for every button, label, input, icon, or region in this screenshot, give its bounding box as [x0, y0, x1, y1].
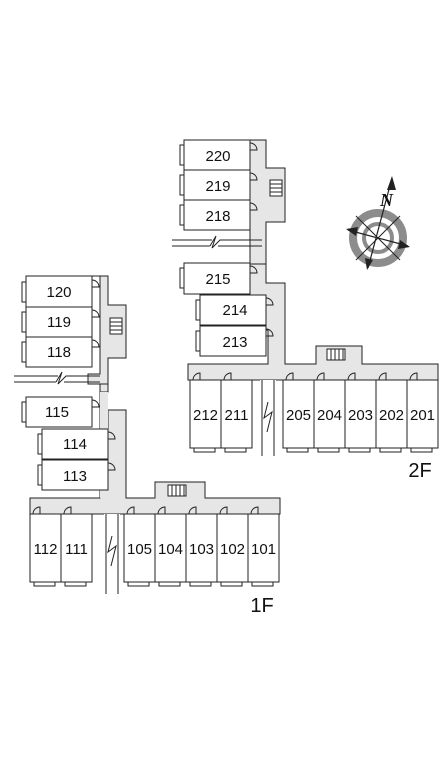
unit-label: 102: [220, 541, 245, 558]
unit-label: 120: [46, 284, 71, 301]
door-swing-icon: [265, 297, 274, 306]
unit-label: 205: [286, 407, 311, 424]
north-label: N: [379, 190, 394, 210]
unit-214: 214: [195, 294, 274, 326]
break-line-icon: [104, 514, 120, 594]
unit-label: 201: [410, 407, 435, 424]
unit-label: 111: [65, 541, 88, 558]
unit-label: 211: [225, 407, 249, 424]
unit-label: 219: [205, 178, 230, 195]
unit-label: 104: [158, 541, 183, 558]
door-swing-icon: [32, 506, 41, 515]
compass-rose-icon: N: [346, 176, 410, 270]
unit-101: 101: [247, 506, 280, 587]
unit-213: 213: [195, 325, 274, 357]
floor-2-staircase-icon: [269, 179, 283, 197]
unit-218: 218: [179, 199, 258, 231]
door-swing-icon: [63, 506, 72, 515]
unit-105: 105: [123, 506, 156, 587]
unit-201: 201: [406, 372, 439, 453]
unit-204: 204: [313, 372, 346, 453]
unit-label: 105: [127, 541, 152, 558]
door-swing-icon: [249, 172, 258, 181]
unit-label: 119: [47, 314, 71, 331]
unit-115: 115: [21, 396, 100, 428]
unit-120: 120: [21, 275, 100, 308]
door-swing-icon: [192, 372, 201, 381]
unit-113: 113: [37, 459, 116, 491]
unit-label: 118: [47, 344, 71, 361]
floor-2-stack: 220 219 218: [172, 139, 274, 357]
unit-205: 205: [282, 372, 315, 453]
door-swing-icon: [265, 328, 274, 337]
unit-203: 203: [344, 372, 377, 453]
unit-104: 104: [154, 506, 187, 587]
floor-2-plan: 220 219 218: [172, 139, 439, 482]
unit-label: 112: [34, 541, 58, 558]
floor-1-row: 112 111 105 104 103 102 101: [29, 506, 280, 587]
unit-label: 113: [63, 468, 87, 485]
unit-label: 212: [193, 407, 218, 424]
unit-label: 101: [251, 541, 276, 558]
door-swing-icon: [409, 372, 418, 381]
unit-label: 203: [348, 407, 373, 424]
floor-2-row: 212 211 205 204 203 202 201: [189, 372, 439, 453]
unit-label: 214: [222, 302, 247, 319]
door-swing-icon: [249, 265, 258, 274]
door-swing-icon: [91, 279, 100, 288]
floor-label: 1F: [250, 595, 273, 617]
break-line-icon: [260, 380, 276, 456]
floor-2-corridor: [249, 139, 286, 265]
break-line-icon: [14, 371, 100, 385]
door-swing-icon: [249, 142, 258, 151]
break-line-icon: [172, 235, 262, 249]
door-swing-icon: [219, 506, 228, 515]
unit-label: 204: [317, 407, 342, 424]
unit-label: 103: [189, 541, 214, 558]
door-swing-icon: [285, 372, 294, 381]
unit-219: 219: [179, 169, 258, 201]
door-swing-icon: [126, 506, 135, 515]
door-swing-icon: [378, 372, 387, 381]
unit-label: 220: [205, 148, 230, 165]
unit-118: 118: [21, 336, 100, 368]
door-swing-icon: [347, 372, 356, 381]
door-swing-icon: [250, 506, 259, 515]
door-swing-icon: [188, 506, 197, 515]
door-swing-icon: [107, 431, 116, 440]
unit-119: 119: [21, 306, 100, 338]
door-swing-icon: [223, 372, 232, 381]
unit-label: 202: [379, 407, 404, 424]
unit-label: 218: [205, 208, 230, 225]
unit-103: 103: [185, 506, 218, 587]
floor-2-staircase-icon: [326, 348, 346, 361]
unit-114: 114: [37, 428, 116, 460]
unit-111: 111: [60, 506, 93, 587]
unit-label: 114: [63, 436, 87, 453]
floor-1-stack: 120 119 118: [14, 275, 116, 491]
unit-215: 215: [179, 262, 258, 295]
unit-label: 115: [45, 404, 69, 421]
floor-1-corridor: [87, 275, 127, 385]
floor-1-staircase-icon: [167, 484, 187, 497]
door-swing-icon: [91, 339, 100, 348]
floor-label: 2F: [408, 460, 431, 482]
door-swing-icon: [91, 399, 100, 408]
door-swing-icon: [107, 462, 116, 471]
unit-220: 220: [179, 139, 258, 171]
door-swing-icon: [157, 506, 166, 515]
door-swing-icon: [91, 309, 100, 318]
floor-1-plan: 120 119 118: [14, 275, 281, 617]
unit-202: 202: [375, 372, 408, 453]
door-swing-icon: [249, 202, 258, 211]
unit-211: 211: [220, 372, 253, 453]
unit-label: 213: [222, 334, 247, 351]
unit-102: 102: [216, 506, 249, 587]
floor-1-staircase-icon: [109, 317, 123, 335]
unit-212: 212: [189, 372, 222, 453]
unit-label: 215: [205, 271, 230, 288]
door-swing-icon: [316, 372, 325, 381]
unit-112: 112: [29, 506, 62, 587]
